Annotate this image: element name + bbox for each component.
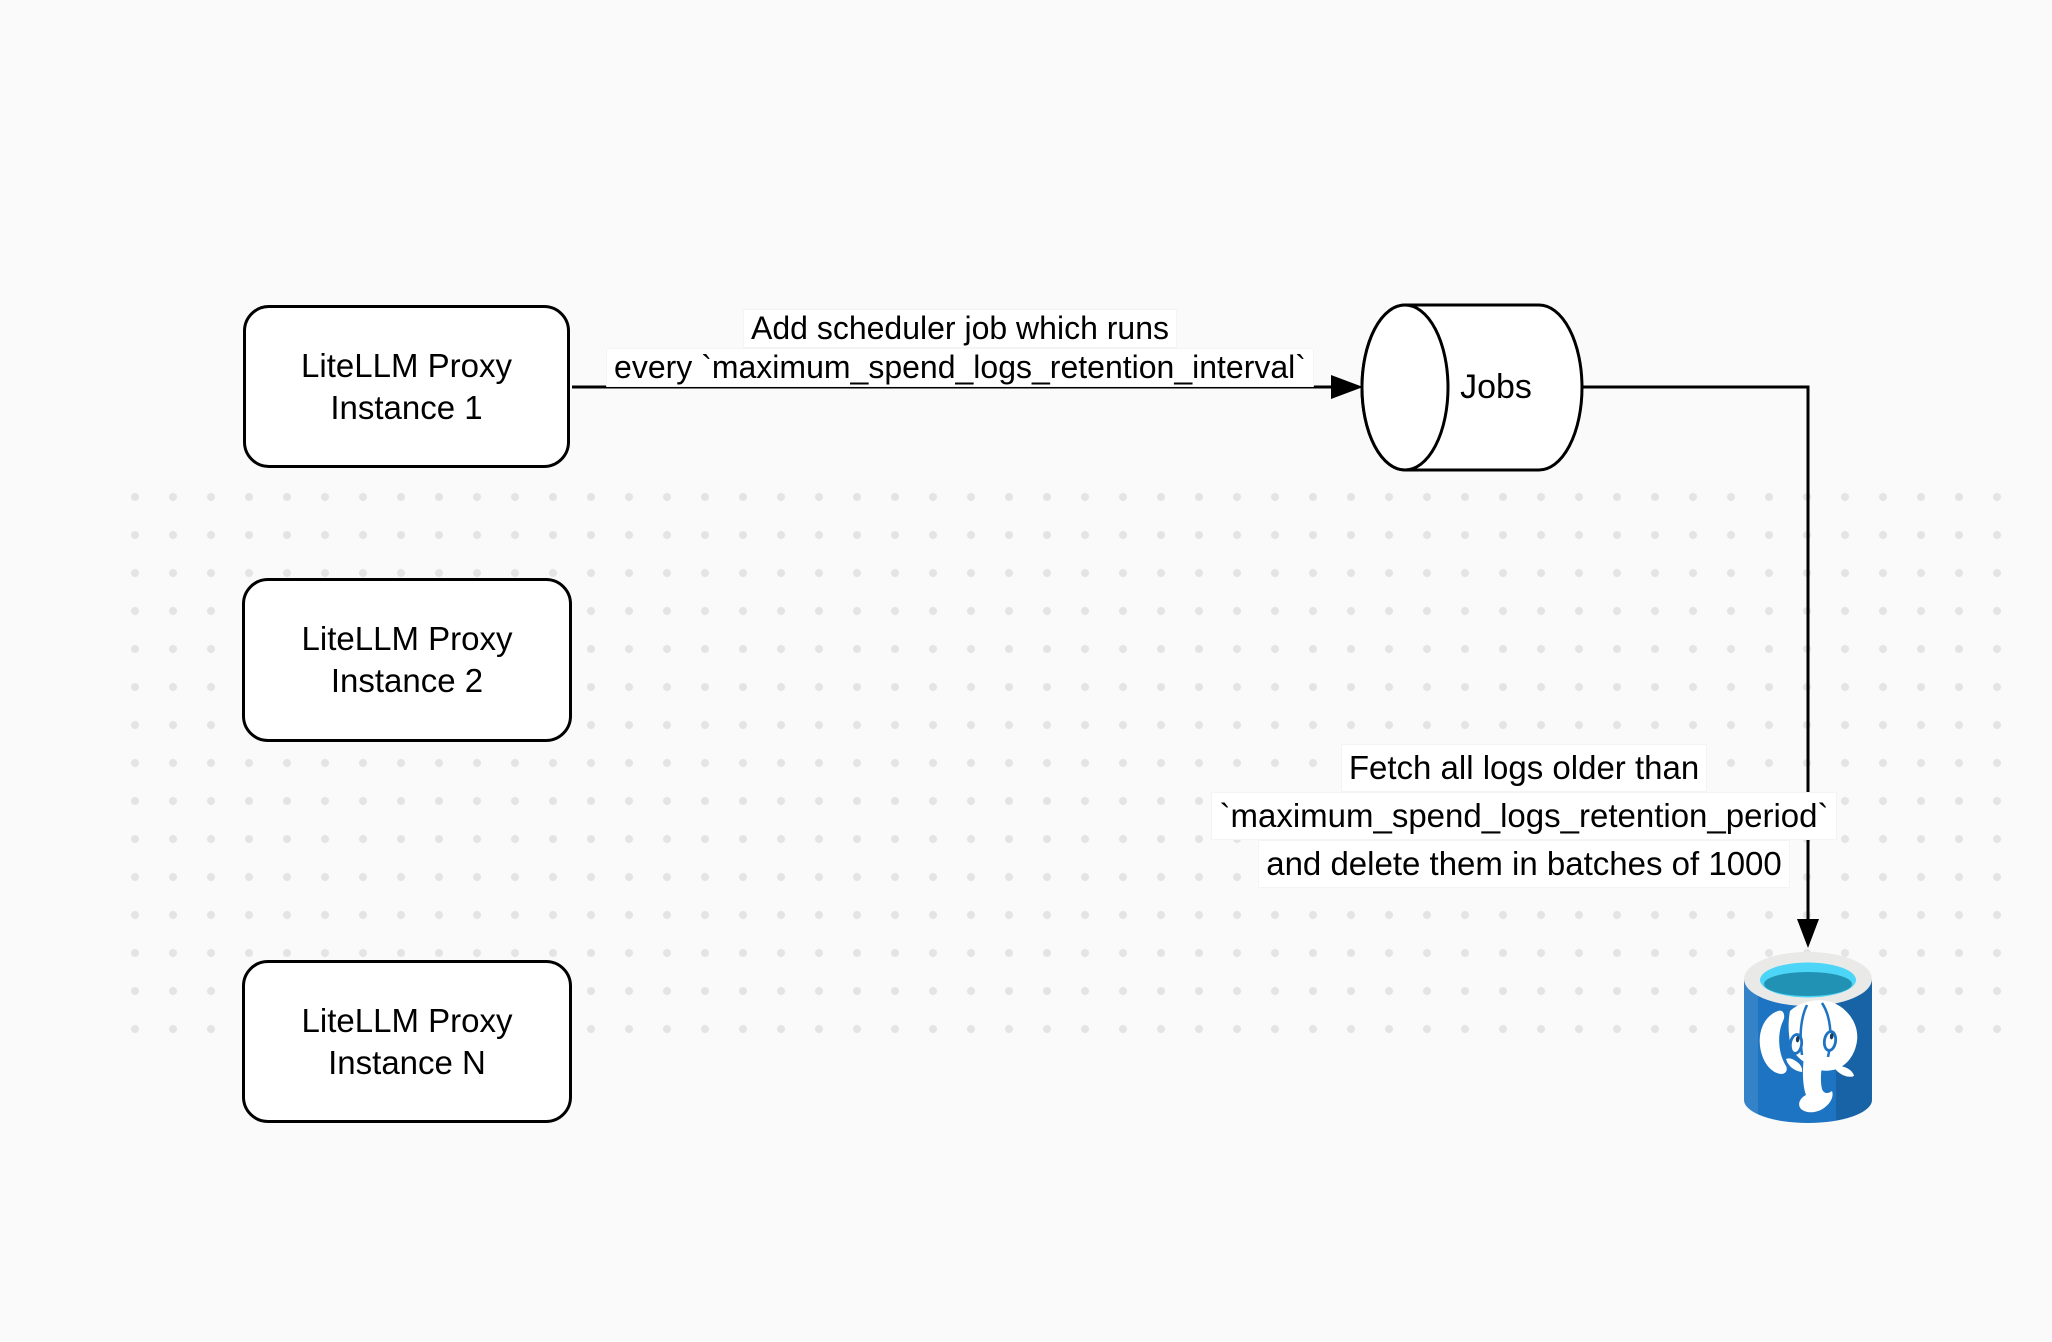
edge-label-fetch-delete: Fetch all logs older than `maximum_spend… bbox=[1174, 744, 1874, 888]
postgres-elephant-icon bbox=[1759, 1000, 1858, 1113]
node-label-line: Instance N bbox=[328, 1043, 486, 1081]
postgres-water-bottom bbox=[1764, 972, 1852, 996]
edge-label-line: `maximum_spend_logs_retention_period` bbox=[1174, 792, 1874, 840]
jobs-label-text: Jobs bbox=[1460, 367, 1532, 406]
edge-label-line: Add scheduler job which runs bbox=[560, 309, 1360, 348]
node-litellm-proxy-instance-n: LiteLLM Proxy Instance N bbox=[242, 960, 572, 1123]
jobs-queue-cylinder bbox=[1360, 303, 1584, 472]
node-label-line: LiteLLM Proxy bbox=[301, 620, 513, 657]
cylinder-left-cap bbox=[1360, 303, 1450, 472]
node-label-line: LiteLLM Proxy bbox=[301, 1001, 513, 1039]
node-litellm-proxy-instance-2: LiteLLM Proxy Instance 2 bbox=[242, 578, 572, 742]
elephant-head bbox=[1788, 1000, 1858, 1071]
jobs-node-label: Jobs bbox=[1426, 365, 1566, 409]
node-label-line: Instance 1 bbox=[330, 388, 483, 426]
elephant-right-eye bbox=[1822, 1030, 1838, 1052]
postgres-cylinder-highlight bbox=[1743, 980, 1758, 1117]
postgresql-icon bbox=[1743, 952, 1872, 1123]
edge-label-scheduler: Add scheduler job which runs every `maxi… bbox=[560, 309, 1360, 387]
edge-fetch-line bbox=[1582, 385, 1810, 921]
node-label-line: Instance 2 bbox=[330, 662, 484, 699]
node-litellm-proxy-instance-1: LiteLLM Proxy Instance 1 bbox=[243, 305, 570, 468]
edge-label-line: and delete them in batches of 1000 bbox=[1174, 840, 1874, 888]
elephant-face-crease-left bbox=[1799, 1004, 1809, 1056]
edge-label-line: Fetch all logs older than bbox=[1174, 744, 1874, 792]
elephant-left-ear bbox=[1759, 1010, 1787, 1074]
node-label-line: LiteLLM Proxy bbox=[301, 346, 512, 384]
elephant-trunk bbox=[1799, 1057, 1833, 1113]
arrowhead-into-postgres bbox=[1797, 919, 1819, 948]
elephant-right-tusk bbox=[1835, 1066, 1854, 1077]
elephant-left-tusk bbox=[1786, 1058, 1803, 1072]
edge-label-line: every `maximum_spend_logs_retention_inte… bbox=[560, 348, 1360, 387]
arrowhead-into-jobs bbox=[1331, 375, 1363, 399]
elephant-left-eye bbox=[1788, 1033, 1804, 1055]
